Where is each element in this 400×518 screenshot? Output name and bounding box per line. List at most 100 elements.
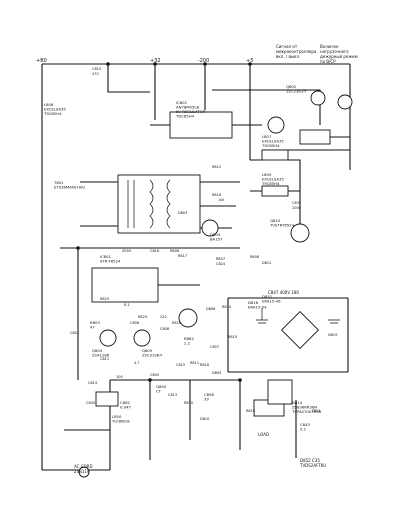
component-label: TDC85H4 <box>175 114 195 119</box>
component-label: R862 <box>184 336 194 341</box>
component-label: 5V REGULATOR <box>176 109 206 114</box>
component-label: IC802 <box>176 100 188 105</box>
component-label: BA157 <box>210 237 223 242</box>
part-label: 0.1 <box>124 303 130 307</box>
component-label: Q804 <box>92 348 103 353</box>
component-label: ERA15-04 <box>248 305 267 310</box>
ac-cord-label: ZS8119 <box>74 469 90 474</box>
regulator-ic802 <box>150 111 285 139</box>
part-label: ZS5V <box>122 249 132 253</box>
rail-label: +32 <box>150 58 161 64</box>
rail-lines <box>107 64 321 160</box>
switcher-ic801 <box>60 247 240 380</box>
part-label: 10k <box>218 198 225 202</box>
component-label: T9C85H4 <box>261 181 280 186</box>
part-label: 100 <box>116 375 123 379</box>
component-labels: T801ETS36MAN1H0UL808EXCELSA35T9C85H4IC80… <box>43 84 322 432</box>
part-label: C845 <box>86 401 95 405</box>
part-label: C801 <box>70 331 79 335</box>
component-label: STR-F6524 <box>100 259 121 264</box>
part-label: C816 <box>150 249 159 253</box>
rail-label: -200 <box>198 58 209 64</box>
junction-dots <box>76 62 252 382</box>
bottom-right-label: TVDS2AFTKU <box>299 463 326 468</box>
component-label: L809 <box>262 172 272 177</box>
component-label: 2SC3198-Y <box>142 353 163 358</box>
rail-label: +5 <box>246 58 253 64</box>
part-label: 470 <box>92 72 99 76</box>
part-label: D812 <box>262 261 271 265</box>
component-label: ERA15-06 <box>262 299 281 304</box>
part-label: C810 <box>92 67 101 71</box>
component-label: D816 <box>248 300 259 305</box>
part-label: R829 <box>138 315 147 319</box>
component-label: TVSTRT6524 <box>269 223 295 228</box>
component-label: ETS36MAN1H0U <box>54 185 85 190</box>
part-label: R817 <box>178 254 187 258</box>
part-label: R820 <box>184 401 193 405</box>
component-label: EXCELSA35 <box>262 139 284 144</box>
component-label: EXCELSA35 <box>262 177 284 182</box>
note-line: Включен <box>320 44 339 49</box>
component-label: D814 <box>292 400 303 405</box>
part-label: C824 <box>216 262 226 266</box>
component-label: Q802 <box>286 84 297 89</box>
component-label: CT <box>156 389 162 394</box>
part-label: R818 <box>212 193 221 197</box>
part-label: 220 <box>160 315 167 319</box>
component-label: C843 <box>300 422 310 427</box>
load-label: LOAD <box>258 432 269 437</box>
part-label: C808 <box>160 327 169 331</box>
part-label: C807 <box>210 345 219 349</box>
part-label: R808 <box>250 255 259 259</box>
component-label: L807 <box>262 134 272 139</box>
part-label: R815 <box>228 335 237 339</box>
component-label: L850 <box>112 414 122 419</box>
component-label: 2SC2383-Y <box>286 89 307 94</box>
ac-input-section <box>64 379 297 478</box>
component-label: EXCELSA35 <box>44 107 66 112</box>
part-label: F801 <box>312 409 321 413</box>
note-line: микроконтроллера <box>276 49 317 54</box>
component-label: 0.047 <box>120 405 131 410</box>
part-label: C832 <box>292 201 301 205</box>
component-label: 33 <box>204 397 209 402</box>
ac-cord-label: AC CORD <box>74 464 93 469</box>
component-label: Q805 <box>142 348 153 353</box>
part-label: R806 <box>170 249 179 253</box>
rail-label: +B0 <box>36 58 47 64</box>
part-label: C811 <box>100 357 109 361</box>
component-label: C856 <box>204 392 214 397</box>
part-label: R807 <box>216 257 225 261</box>
part-label: R816 <box>200 363 209 367</box>
note-line: дежурный режим <box>320 54 358 59</box>
note-line: по В/СР <box>320 59 336 64</box>
component-label: 47 <box>90 325 95 330</box>
component-label: Q850 <box>156 384 167 389</box>
part-label: 4.7 <box>134 361 140 365</box>
part-label: D810 <box>200 417 209 421</box>
part-label: R814 <box>222 305 232 309</box>
inductors <box>250 149 301 232</box>
part-label: R810 <box>172 321 181 325</box>
component-label: 2SA1286 <box>92 353 110 358</box>
component-label: R803 <box>90 320 100 325</box>
part-label: R825 <box>100 297 109 301</box>
main-cap-label: C847 400V 180 <box>268 290 299 295</box>
note-line: нагрузочного <box>320 49 349 54</box>
component-label: D804 <box>210 232 221 237</box>
component-label: T9C85H4 <box>261 143 280 148</box>
component-label: C862 <box>120 400 130 405</box>
part-label: C813 <box>168 393 177 397</box>
part-label: R819 <box>246 409 255 413</box>
component-label: T801 <box>53 180 64 185</box>
component-label: 2.2 <box>184 341 191 346</box>
part-label: D819 <box>328 333 337 337</box>
notes: Сигнал от микроконтроллера вкл. / выкл. … <box>74 44 358 474</box>
component-label: TVPA07003H00 <box>291 409 322 414</box>
output-transistors <box>99 219 310 347</box>
part-label: C814 <box>88 381 98 385</box>
transformer-t801 <box>80 174 240 234</box>
